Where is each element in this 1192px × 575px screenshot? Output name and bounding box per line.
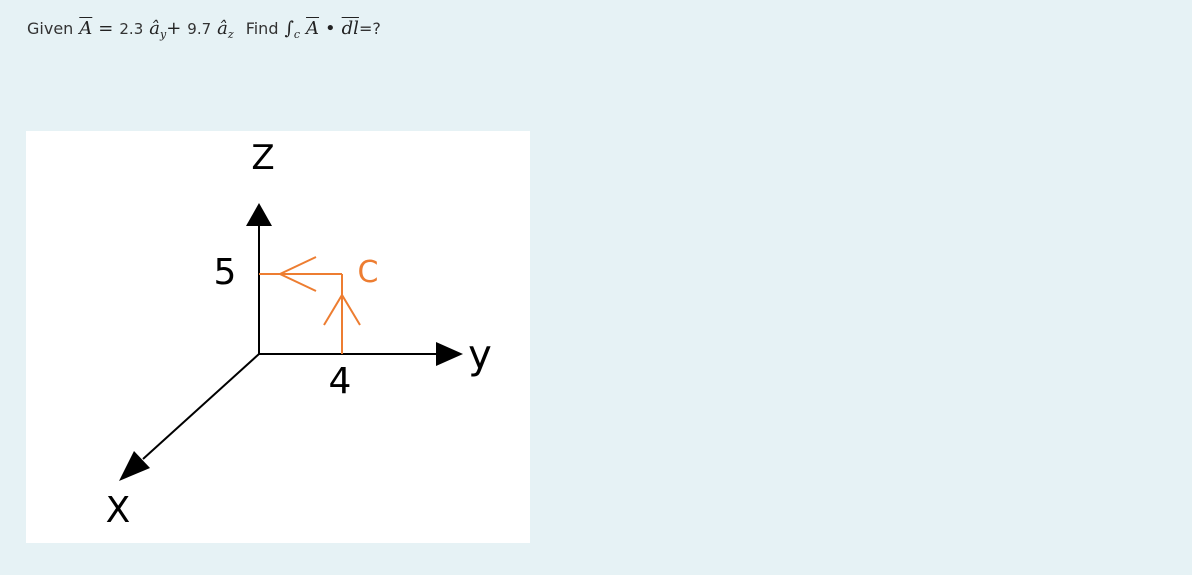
unit-vector-z: âz <box>217 18 234 41</box>
x-axis-arrowhead <box>119 451 150 481</box>
path-label: C <box>358 255 379 290</box>
z-tick-label: 5 <box>214 252 237 293</box>
dl-vector: dl <box>341 18 359 39</box>
coefficient-y: 2.3 <box>119 20 144 38</box>
y-axis-label: y <box>468 332 492 378</box>
x-axis-label: X <box>106 490 131 531</box>
unit-vector-y: ây <box>149 18 167 41</box>
question-tail: =? <box>358 19 381 38</box>
given-label: Given <box>27 19 74 38</box>
vector-a-symbol-2: A <box>306 18 320 39</box>
x-axis-line <box>142 353 260 460</box>
y-tick-label: 4 <box>329 361 352 402</box>
vector-a-symbol: A <box>79 18 93 39</box>
find-label: Find <box>245 19 279 38</box>
coefficient-z: 9.7 <box>187 20 212 38</box>
question-text: Given A = 2.3 ây + 9.7 âz Find ∫c A • dl… <box>27 18 381 41</box>
plus-sign: + <box>166 18 182 39</box>
equals-sign: = <box>98 18 114 39</box>
z-axis-label: Z <box>251 138 274 178</box>
line-integral: ∫c <box>284 18 301 41</box>
z-axis-arrowhead <box>246 203 272 226</box>
coordinate-figure: Z 5 4 y X C <box>26 131 530 543</box>
path-up-arrow <box>323 293 361 326</box>
axes-diagram: Z 5 4 y X C <box>106 138 492 531</box>
y-axis-arrowhead <box>436 342 463 366</box>
path-left-arrow <box>277 256 317 292</box>
dot-operator: • <box>325 18 336 39</box>
